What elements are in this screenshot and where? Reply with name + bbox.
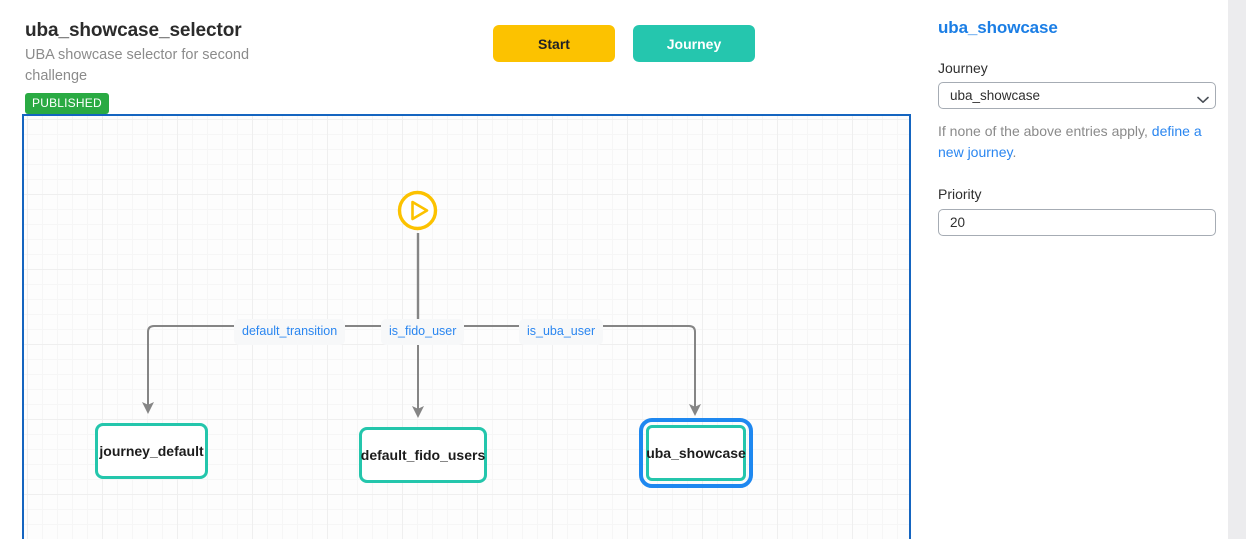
node-uba-showcase[interactable]: uba_showcase (639, 418, 753, 488)
journey-helper-text: If none of the above entries apply, defi… (938, 121, 1216, 163)
start-node[interactable] (396, 189, 439, 232)
start-button[interactable]: Start (493, 25, 615, 62)
edge-label-is-fido-user[interactable]: is_fido_user (381, 319, 465, 345)
toolbar: Start Journey (493, 25, 755, 62)
page-title: uba_showcase_selector (25, 20, 242, 41)
edge-to-journey-default (142, 325, 234, 414)
edge-label-is-uba-user[interactable]: is_uba_user (519, 319, 604, 345)
play-circle-icon (397, 190, 438, 231)
helper-suffix: . (1012, 144, 1017, 160)
priority-input[interactable] (938, 209, 1216, 236)
priority-field-label: Priority (938, 186, 982, 202)
edge-to-uba-showcase (594, 325, 701, 416)
helper-prefix: If none of the above entries apply, (938, 123, 1152, 139)
edge-label-default-transition[interactable]: default_transition (234, 319, 346, 345)
node-journey-default[interactable]: journey_default (95, 423, 208, 479)
graph-canvas[interactable]: default_transition is_fido_user is_uba_u… (22, 114, 911, 539)
journey-button[interactable]: Journey (633, 25, 755, 62)
define-new-journey-link[interactable]: define a new journey (938, 123, 1202, 160)
journey-select-wrap: uba_showcase (938, 82, 1220, 109)
panel-title: uba_showcase (938, 18, 1058, 37)
page-subtitle: UBA showcase selector for second challen… (25, 47, 250, 84)
page-gutter (1228, 0, 1246, 539)
journey-select[interactable]: uba_showcase (938, 82, 1216, 109)
properties-panel: uba_showcase Journey uba_showcase If non… (938, 18, 1220, 236)
status-badge: PUBLISHED (25, 93, 109, 114)
node-default-fido-users[interactable]: default_fido_users (359, 427, 487, 483)
header-block: uba_showcase_selector UBA showcase selec… (25, 19, 445, 114)
journey-field-label: Journey (938, 60, 988, 76)
